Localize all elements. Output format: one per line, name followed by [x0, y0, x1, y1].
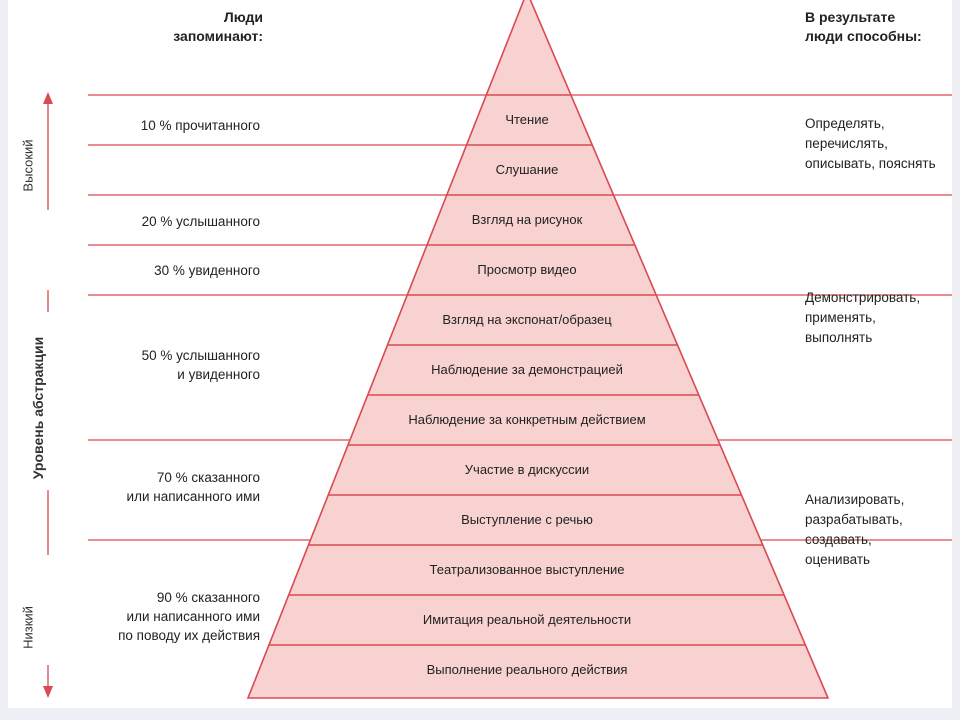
pyramid-diagram	[43, 0, 952, 699]
arrow-up-icon	[43, 92, 53, 104]
retention-50: 50 % услышанного и увиденного	[141, 348, 260, 382]
pyramid-level-11: Имитация реальной деятельности	[422, 612, 632, 627]
retention-30: 30 % увиденного	[154, 263, 260, 278]
pyramid-level-lines	[268, 94, 806, 646]
arrow-down-icon	[43, 686, 53, 698]
axis-high-label: Высокий	[20, 139, 36, 192]
pyramid-level-6: Наблюдение за демонстрацией	[431, 362, 623, 377]
pyramid-level-4: Просмотр видео	[477, 262, 577, 277]
pyramid-level-2: Слушание	[495, 162, 559, 177]
pyramid-level-8: Участие в дискуссии	[464, 462, 590, 477]
pyramid-level-5: Взгляд на экспонат/образец	[442, 312, 612, 327]
retention-90: 90 % сказанного или написанного ими по п…	[118, 590, 260, 643]
retention-20: 20 % услышанного	[141, 214, 260, 229]
pyramid-level-1: Чтение	[505, 112, 549, 127]
retention-10: 10 % прочитанного	[140, 118, 260, 133]
pyramid-level-7: Наблюдение за конкретным действием	[408, 412, 646, 427]
pyramid-level-3: Взгляд на рисунок	[471, 212, 583, 227]
header-abilities: В результате люди способны:	[805, 9, 922, 44]
pyramid-level-9: Выступление с речью	[461, 512, 593, 527]
pyramid	[246, 0, 830, 699]
pyramid-level-10: Театрализованное выступление	[429, 562, 625, 577]
pyramid-level-12: Выполнение реального действия	[426, 662, 628, 677]
retention-70: 70 % сказанного или написанного ими	[126, 470, 260, 504]
abilities-high: Определять, перечислять, описывать, пояс…	[805, 116, 936, 171]
abilities-low: Анализировать, разрабатывать, создавать,…	[805, 492, 905, 567]
abstraction-arrow	[43, 92, 53, 698]
header-retention: Люди запоминают:	[173, 9, 263, 44]
abilities-mid: Демонстрировать, применять, выполнять	[805, 290, 921, 345]
diagram-canvas: Люди запоминают: В результате люди спосо…	[8, 0, 952, 708]
